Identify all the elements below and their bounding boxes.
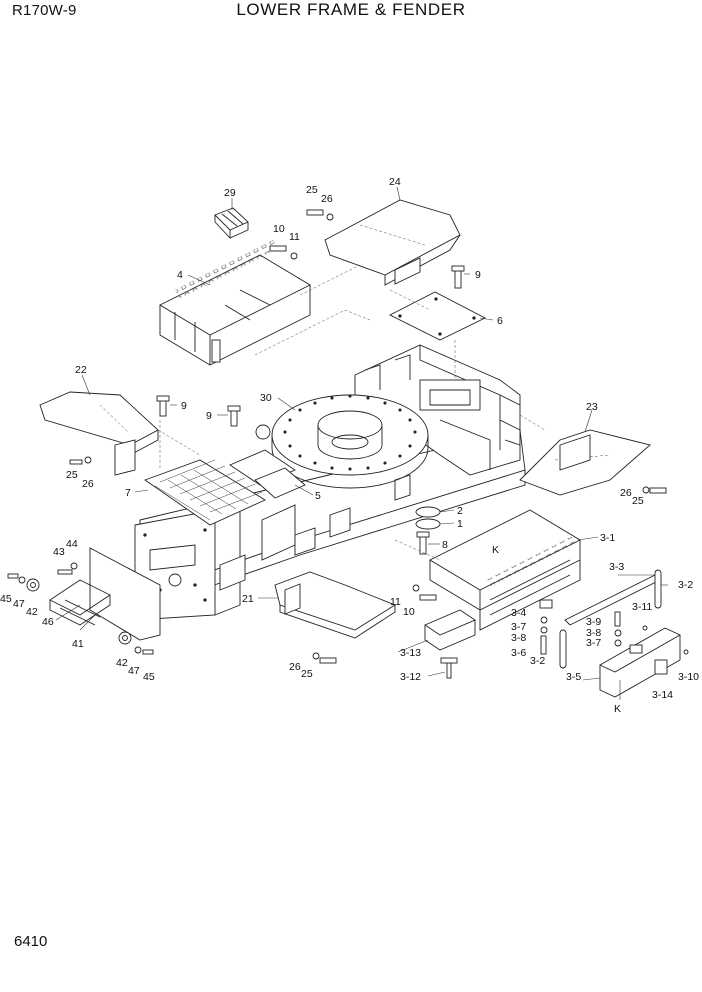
bumper-part-41 — [49, 547, 161, 641]
callout-45: 45 — [143, 671, 155, 683]
callout-25: 25 — [306, 184, 318, 196]
callout-3-11: 3-11 — [632, 601, 652, 613]
small-parts — [7, 209, 689, 679]
callout-3-8: 3-8 — [511, 632, 526, 644]
callout-3-1: 3-1 — [600, 532, 615, 544]
plate-part-3-5 — [599, 627, 681, 698]
callout-3-8: 3-8 — [586, 627, 601, 639]
callout-45: 45 — [0, 593, 12, 605]
callout-26: 26 — [82, 478, 94, 490]
fender-part-24 — [324, 199, 461, 286]
callout-11: 11 — [390, 596, 401, 608]
step-box-part-4 — [159, 240, 311, 366]
callout-43: 43 — [53, 546, 65, 558]
callout-25: 25 — [66, 469, 78, 481]
callout-3-9: 3-9 — [586, 616, 601, 628]
callout-3-2: 3-2 — [530, 655, 545, 667]
callout-6: 6 — [497, 315, 503, 327]
callout-29: 29 — [224, 187, 236, 199]
page-title: LOWER FRAME & FENDER — [236, 0, 466, 19]
callout-30: 30 — [260, 392, 272, 404]
callout-5: 5 — [315, 490, 321, 502]
callout-22: 22 — [75, 364, 87, 376]
fender-part-22 — [39, 391, 159, 476]
callout-9: 9 — [181, 400, 187, 412]
callout-42: 42 — [116, 657, 128, 669]
fender-part-21 — [274, 571, 396, 639]
step-pad-part-29 — [214, 207, 249, 240]
callout-24: 24 — [389, 176, 401, 188]
cover-plate-part-5 — [229, 449, 306, 499]
callout-25: 25 — [632, 495, 644, 507]
callout-26: 26 — [620, 487, 632, 499]
callout-41: 41 — [72, 638, 84, 650]
callout-K: K — [492, 544, 499, 556]
callout-2: 2 — [457, 505, 463, 517]
step-box-part-3-1 — [429, 509, 581, 631]
callout-23: 23 — [586, 401, 598, 413]
callout-3-5: 3-5 — [566, 671, 581, 683]
callout-4: 4 — [177, 269, 183, 281]
floor-plate-part-7 — [144, 459, 266, 526]
callout-3-7: 3-7 — [511, 621, 526, 633]
callout-3-7: 3-7 — [586, 637, 601, 649]
callout-26: 26 — [321, 193, 333, 205]
callout-7: 7 — [125, 487, 131, 499]
callout-3-14: 3-14 — [652, 689, 673, 701]
leader-lines — [55, 186, 668, 700]
callout-3-10: 3-10 — [678, 671, 699, 683]
model-code: R170W-9 — [12, 2, 77, 19]
callout-9: 9 — [206, 410, 212, 422]
callout-42: 42 — [26, 606, 38, 618]
callout-44: 44 — [66, 538, 78, 550]
callout-26: 26 — [289, 661, 301, 673]
cover-plate-part-6 — [389, 291, 486, 341]
callout-10: 10 — [273, 223, 285, 235]
page-number: 6410 — [14, 933, 48, 950]
callout-3-12: 3-12 — [400, 671, 421, 683]
callout-47: 47 — [13, 598, 25, 610]
callout-K: K — [614, 703, 621, 715]
callout-8: 8 — [442, 539, 448, 551]
callout-1: 1 — [457, 518, 463, 530]
callout-3-2: 3-2 — [678, 579, 693, 591]
callout-21: 21 — [242, 593, 254, 605]
callout-3-3: 3-3 — [609, 561, 624, 573]
callout-25: 25 — [301, 668, 313, 680]
callout-3-4: 3-4 — [511, 607, 526, 619]
callout-9: 9 — [475, 269, 481, 281]
callout-11: 11 — [289, 231, 300, 243]
assembly-guide-lines — [157, 264, 546, 561]
callout-3-6: 3-6 — [511, 647, 526, 659]
callout-47: 47 — [128, 665, 140, 677]
callout-3-13: 3-13 — [400, 647, 421, 659]
callout-46: 46 — [42, 616, 54, 628]
fender-part-23 — [519, 429, 651, 496]
callout-labels: 29 24 25 26 10 11 4 9 6 22 9 9 30 23 25 … — [0, 176, 699, 715]
callout-10: 10 — [403, 606, 415, 618]
